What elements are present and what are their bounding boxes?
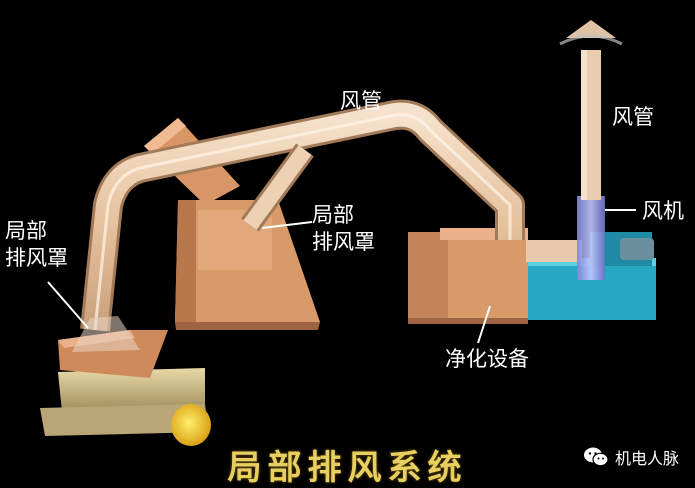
conveyor-belt bbox=[40, 368, 211, 446]
label-purifier: 净化设备 bbox=[445, 347, 529, 371]
page-title: 局部排风系统 bbox=[227, 448, 468, 488]
main-duct bbox=[80, 99, 582, 332]
label-left-hood-line1: 局部 bbox=[5, 219, 47, 243]
label-duct-top: 风管 bbox=[340, 89, 382, 113]
left-hood-funnel bbox=[72, 316, 140, 352]
label-fan: 风机 bbox=[642, 199, 684, 223]
label-left-hood-line2: 排风罩 bbox=[5, 246, 68, 270]
label-middle-hood-line2: 排风罩 bbox=[312, 230, 375, 254]
middle-machine bbox=[144, 118, 320, 330]
motor bbox=[620, 238, 654, 260]
conveyor-roller bbox=[171, 404, 211, 446]
wechat-icon bbox=[583, 447, 609, 467]
stack-cap bbox=[566, 20, 616, 38]
label-middle-hood-line1: 局部 bbox=[312, 203, 354, 227]
fan-and-stack bbox=[559, 20, 623, 280]
leader-lines bbox=[47, 209, 636, 344]
watermark: 机电人脉 bbox=[583, 445, 679, 469]
label-duct-right: 风管 bbox=[612, 105, 654, 129]
fan-casing bbox=[577, 196, 605, 280]
watermark-text: 机电人脉 bbox=[614, 449, 679, 468]
purifier-unit bbox=[408, 228, 528, 324]
